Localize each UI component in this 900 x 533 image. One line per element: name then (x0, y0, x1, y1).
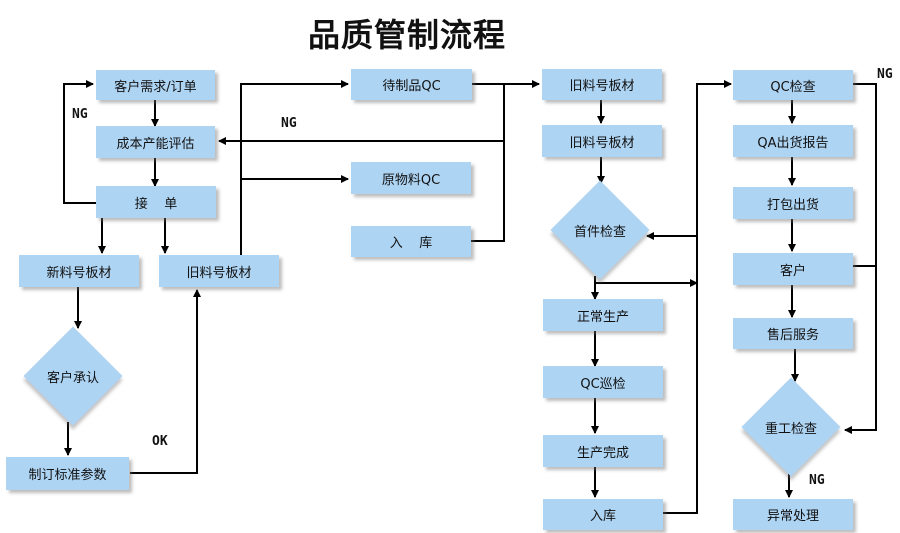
ok-label: OK (152, 434, 168, 449)
line-old-to-pending (240, 80, 349, 255)
accept-order-box: 接 单 (96, 186, 216, 218)
qc-patrol-box: QC巡检 (543, 366, 663, 398)
old-board-3-box: 旧料号板材 (542, 125, 662, 157)
ng-label-mid: NG (281, 116, 297, 131)
customer-approval-label: 客户承认 (46, 370, 99, 386)
cost-eval-box: 成本产能评估 (96, 126, 215, 158)
customer-approval-diamond: 客户承认 (23, 326, 123, 426)
warehouse-in-2-box: 入库 (543, 499, 663, 530)
raw-qc-box: 原物料QC (351, 162, 471, 194)
ng-loop-right (844, 83, 877, 434)
pack-ship-box: 打包出货 (733, 187, 853, 219)
rework-check-diamond: 重工检查 (741, 377, 841, 477)
qa-report-box: QA出货报告 (733, 125, 853, 157)
normal-prod-box: 正常生产 (543, 299, 663, 331)
abnormal-box: 异常处理 (733, 499, 853, 530)
warehouse-in-box: 入 库 (351, 226, 471, 257)
line-in-to-qc (663, 80, 732, 514)
ng-loop-left (63, 80, 96, 204)
rework-check-label: 重工检查 (764, 421, 817, 437)
first-article-label: 首件检查 (573, 224, 626, 240)
line-warehouse-right (471, 84, 505, 242)
ng-label-left: NG (72, 107, 88, 122)
ok-line (130, 289, 201, 474)
new-board-box: 新料号板材 (19, 255, 139, 287)
old-board-2-box: 旧料号板材 (542, 69, 662, 100)
pending-qc-box: 待制品QC (351, 69, 472, 100)
old-board-box: 旧料号板材 (159, 255, 279, 287)
page-title: 品质管制流程 (307, 16, 506, 54)
ng-label-right-top: NG (877, 67, 893, 82)
qc-check-box: QC检查 (733, 70, 853, 100)
after-sales-box: 售后服务 (733, 318, 853, 349)
customer-box: 客户 (733, 253, 853, 285)
ng-label-bottom: NG (809, 473, 825, 488)
prod-done-box: 生产完成 (543, 435, 663, 467)
set-params-box: 制订标准参数 (6, 457, 129, 490)
customer-order-box: 客户需求/订单 (96, 70, 215, 100)
first-article-diamond: 首件检查 (550, 180, 650, 280)
